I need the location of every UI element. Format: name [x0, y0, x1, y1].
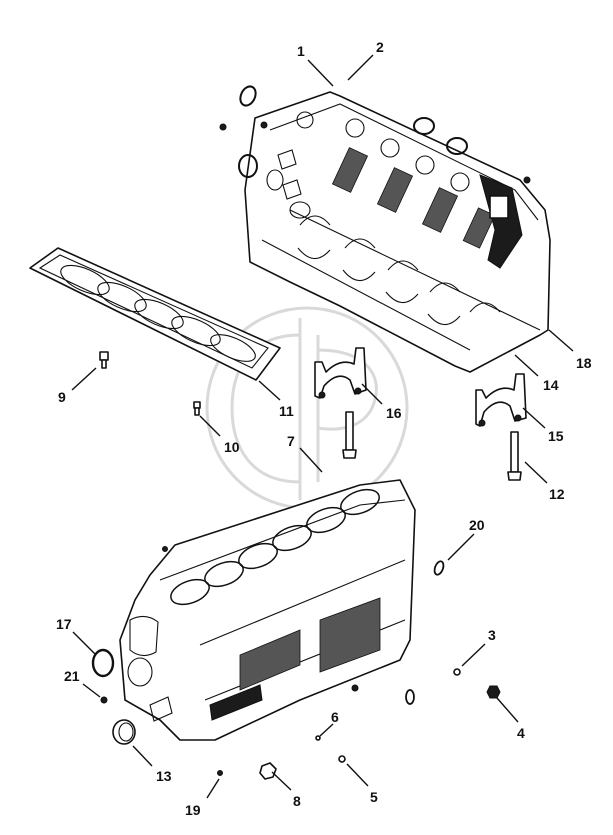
- svg-text:4: 4: [517, 725, 525, 741]
- o-ring-20: [433, 560, 445, 576]
- long-bolt-12: [507, 431, 522, 481]
- svg-text:15: 15: [548, 428, 564, 444]
- upper-seal-rings: [219, 85, 531, 184]
- callout-9: 9: [58, 367, 97, 405]
- cylinder-block: [119, 479, 416, 741]
- callout-16: 16: [361, 383, 402, 421]
- callout-15: 15: [522, 407, 564, 444]
- callout-11: 11: [258, 380, 294, 419]
- callout-5: 5: [346, 763, 378, 805]
- svg-text:1: 1: [297, 43, 305, 59]
- callout-10: 10: [199, 415, 240, 455]
- svg-text:18: 18: [576, 355, 592, 371]
- cup-plug-13: [112, 719, 136, 745]
- plug-21: [100, 696, 108, 704]
- bolt-9: [99, 351, 109, 369]
- callout-1: 1: [297, 43, 334, 87]
- callout-12: 12: [524, 461, 565, 502]
- small-parts-lower: [217, 668, 501, 780]
- svg-text:12: 12: [549, 486, 565, 502]
- callout-4: 4: [496, 697, 525, 741]
- callout-18: 18: [548, 329, 592, 371]
- bolt-10: [193, 401, 201, 416]
- svg-text:11: 11: [279, 403, 294, 419]
- svg-text:13: 13: [156, 768, 172, 784]
- svg-text:20: 20: [469, 517, 485, 533]
- svg-text:8: 8: [293, 793, 301, 809]
- bearing-cap-16: [314, 347, 367, 399]
- bedplate-assembly: [244, 91, 551, 373]
- callout-13: 13: [132, 745, 172, 784]
- svg-text:6: 6: [331, 709, 339, 725]
- long-bolt-center: [342, 411, 357, 459]
- callout-14: 14: [514, 354, 559, 393]
- callout-2: 2: [347, 39, 384, 81]
- svg-text:3: 3: [488, 627, 496, 643]
- svg-text:19: 19: [185, 802, 201, 818]
- svg-text:16: 16: [386, 405, 402, 421]
- callout-21: 21: [64, 668, 101, 698]
- svg-text:9: 9: [58, 389, 66, 405]
- callout-20: 20: [447, 517, 485, 561]
- oil-pan-gasket: [29, 247, 281, 381]
- callout-3: 3: [461, 627, 496, 667]
- callout-6: 6: [319, 709, 339, 737]
- seal-ring-17: [91, 648, 115, 678]
- callout-8: 8: [271, 771, 301, 809]
- callout-19: 19: [185, 778, 220, 818]
- svg-text:14: 14: [543, 377, 559, 393]
- svg-text:7: 7: [287, 433, 295, 449]
- callout-17: 17: [56, 616, 96, 655]
- svg-text:17: 17: [56, 616, 72, 632]
- svg-text:2: 2: [376, 39, 384, 55]
- bearing-cap-15: [475, 373, 527, 427]
- svg-text:21: 21: [64, 668, 80, 684]
- svg-text:5: 5: [370, 789, 378, 805]
- svg-text:10: 10: [224, 439, 240, 455]
- callout-7: 7: [287, 433, 323, 473]
